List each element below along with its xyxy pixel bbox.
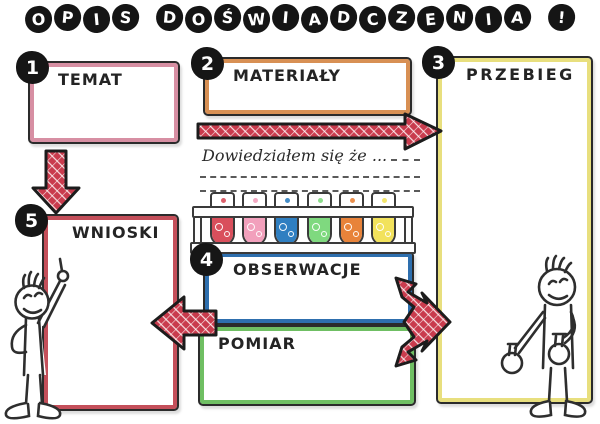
panel-przebieg: PRZEBIEG [436,56,593,404]
badge-1: 1 [16,51,49,84]
materialy-to-przebieg-right-arrow [196,112,443,151]
tube-drop [381,198,387,203]
write-line-3 [200,190,420,192]
test-tube-rack [190,192,416,254]
rack-bottom-shelf [190,242,416,254]
bubble [311,223,320,231]
badge-5: 5 [15,204,48,237]
title-letter: I [81,4,112,35]
learned-line-text: Dowiedziałem się że ... [202,146,388,165]
badge-2: 2 [191,47,224,80]
test-tube-icon [274,192,300,246]
panel-wnioski-label: WNIOSKI [72,223,160,242]
title-letter: D [328,2,359,33]
title-letter: I [270,2,301,33]
panel-pomiar-label: POMIAR [218,334,296,353]
badge-3: 3 [422,46,455,79]
badge-4: 4 [190,243,223,276]
panel-wnioski: WNIOSKI [42,214,179,411]
bubble [279,223,288,231]
bubble [247,223,256,231]
tube-liquid [276,218,298,244]
panel-materialy: MATERIAŁY [203,57,412,116]
test-tube-icon [370,192,396,246]
panel-przebieg-label: PRZEBIEG [466,65,575,84]
write-line-1 [391,159,420,161]
title-letter: A [299,4,330,35]
test-tube-icon [210,192,235,246]
test-tubes [210,192,396,246]
title-letter: N [444,2,475,33]
bubble [343,223,352,231]
bubble [384,231,391,237]
tube-liquid [340,218,362,244]
tube-liquid [212,218,233,244]
title-letter: O [23,4,54,35]
bubble [215,223,223,231]
tube-drop [253,198,259,203]
title-letter: W [241,4,272,35]
title-letter: A [502,2,533,33]
title-letter: ! [546,2,577,33]
bubble [375,223,384,231]
panel-materialy-label: MATERIAŁY [233,66,341,85]
tube-drop [317,198,323,203]
write-line-2 [200,176,420,178]
bubble [352,231,359,237]
tube-drop [221,198,226,203]
test-tube-icon [306,192,332,246]
bubble [320,231,327,237]
panel-obserwacje: OBSERWACJE [203,251,414,325]
learned-line: Dowiedziałem się że ... [202,146,420,165]
tube-liquid [244,218,266,244]
bubble [224,231,230,237]
panel-temat-label: TEMAT [58,70,123,89]
title-letter: O [183,4,214,35]
panel-obserwacje-label: OBSERWACJE [233,260,362,279]
rack-top-rail [192,206,414,218]
bubble [256,231,263,237]
title-letter: S [110,2,141,33]
tube-liquid [372,218,394,244]
tube-drop [349,198,355,203]
test-tube-icon [242,192,268,246]
bubble [288,231,295,237]
title-letter: Z [386,2,417,33]
temat-to-wnioski-down-arrow [31,149,81,215]
title-letter: E [415,4,446,35]
tube-liquid [308,218,330,244]
title-letter: P [52,2,83,33]
panel-temat: TEMAT [28,61,180,144]
title-letter: I [473,4,504,35]
title-letter: D [154,2,185,33]
tube-drop [285,198,291,203]
test-tube-icon [338,192,364,246]
title-letter: Ś [212,2,243,33]
panel-pomiar: POMIAR [198,325,416,406]
title-letter: C [357,4,388,35]
